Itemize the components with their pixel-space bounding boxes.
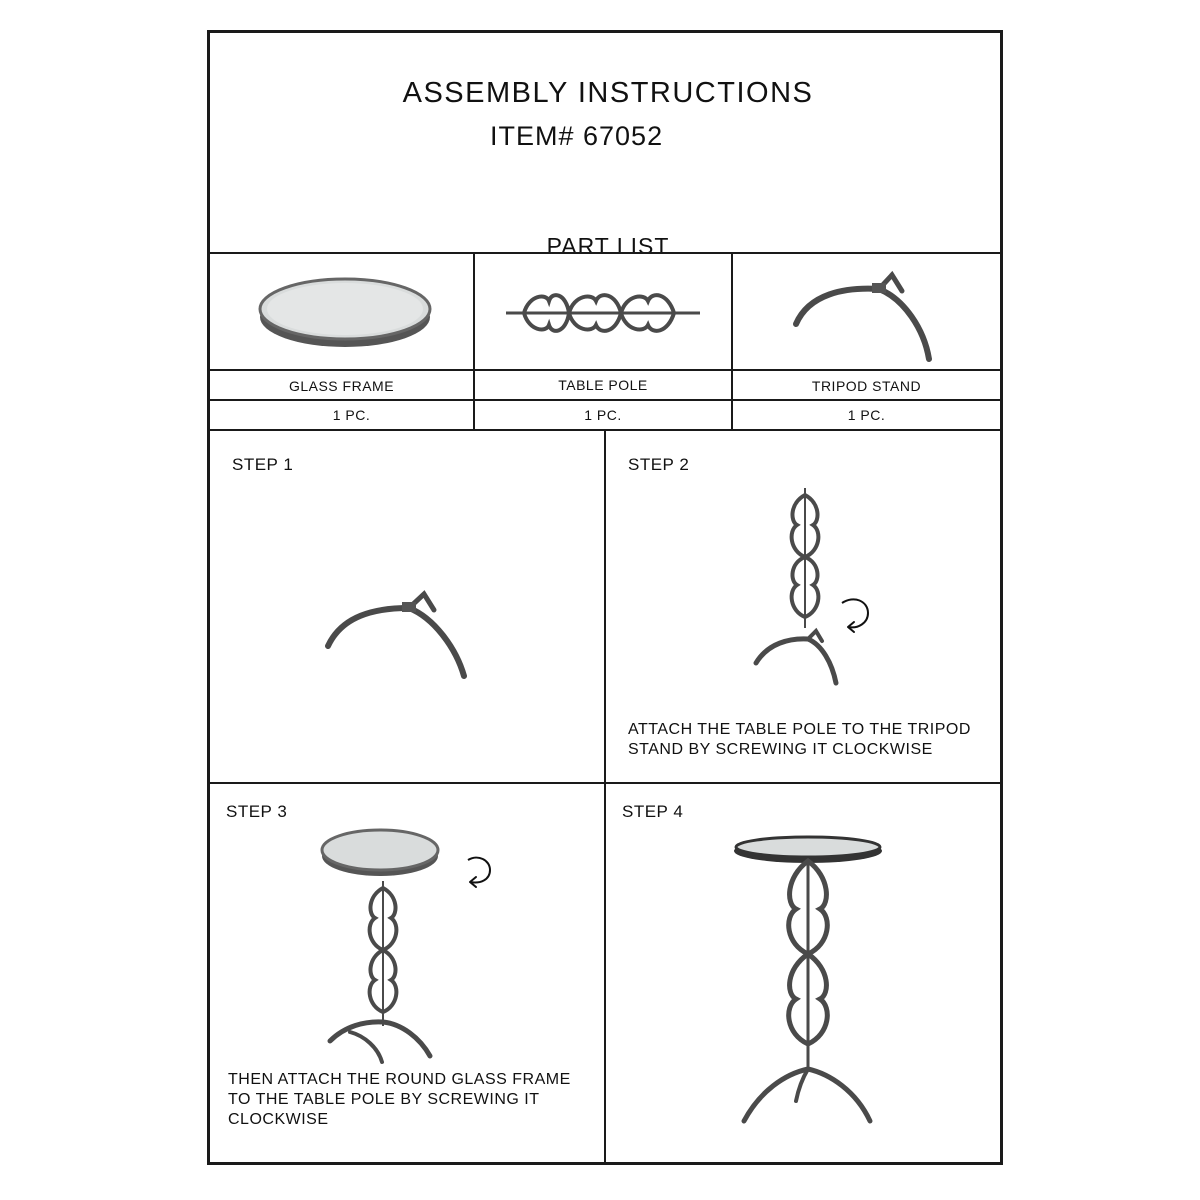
part-list-heading: PART LIST: [546, 233, 670, 259]
step-3-title: STEP 3: [226, 802, 288, 821]
part-qty-glass-frame: 1 PC.: [332, 407, 371, 423]
glass-frame-image: [258, 277, 432, 347]
part-name-tripod-stand: TRIPOD STAND: [811, 378, 922, 394]
step-2-pole-tripod-image: [753, 488, 870, 686]
part-name-glass-frame: GLASS FRAME: [288, 378, 395, 394]
table-pole-image: [506, 293, 700, 333]
divider: [210, 399, 1000, 401]
divider: [604, 429, 606, 1165]
divider: [731, 252, 733, 430]
step-3-instructions: THEN ATTACH THE ROUND GLASS FRAME TO THE…: [228, 1071, 571, 1128]
step-4-assembled-table-image: [734, 835, 882, 1124]
step-1-title: STEP 1: [232, 455, 294, 474]
part-name-table-pole: TABLE POLE: [558, 377, 648, 393]
step-2-instructions: ATTACH THE TABLE POLE TO THE TRIPOD STAN…: [628, 721, 971, 758]
step-4-title: STEP 4: [622, 802, 684, 821]
tripod-stand-image: [793, 270, 932, 362]
part-qty-table-pole: 1 PC.: [584, 407, 622, 423]
divider: [473, 252, 475, 430]
step-1-tripod-image: [325, 590, 467, 679]
step-2-title: STEP 2: [628, 455, 690, 474]
document-title: ASSEMBLY INSTRUCTIONS: [402, 77, 814, 109]
item-number: ITEM# 67052: [490, 121, 664, 151]
step-3-glass-pole-image: [320, 828, 492, 1064]
divider: [210, 252, 1000, 254]
part-qty-tripod-stand: 1 PC.: [847, 407, 886, 423]
divider: [210, 369, 1000, 371]
instruction-sheet: ASSEMBLY INSTRUCTIONS ITEM# 67052 PART L…: [207, 30, 1003, 1165]
